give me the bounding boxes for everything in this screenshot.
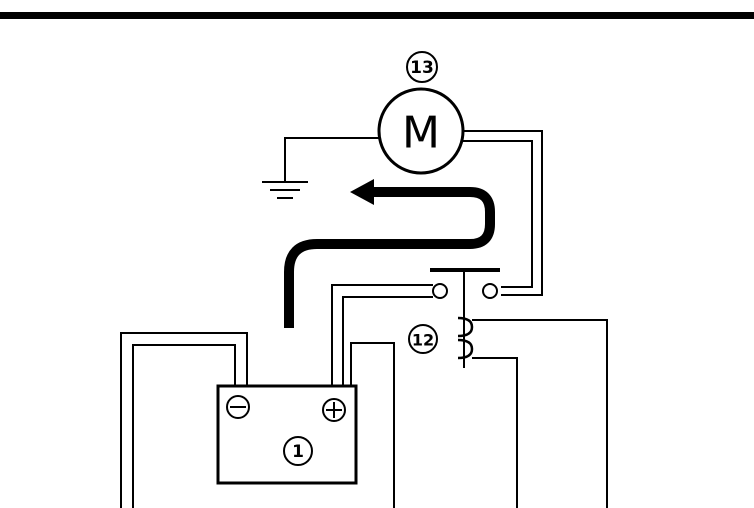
motor-ground-wire (284, 137, 379, 182)
starter-motor: M (377, 87, 465, 175)
motor-callout-circle (406, 51, 438, 83)
battery-to-relay-wire-outer (331, 284, 433, 386)
battery-negative-wire-inner (132, 344, 236, 508)
ground-icon (262, 181, 308, 199)
relay-callout-circle (408, 324, 438, 354)
relay-callout-number: 12 (412, 331, 434, 350)
motor-symbol: M (402, 108, 440, 159)
relay-left-terminal (432, 283, 448, 299)
motor-callout: 13 (406, 51, 438, 83)
battery-negative-wire-outer (120, 332, 248, 508)
coil-wire-upper (472, 319, 608, 508)
battery-positive-branch-wire (350, 342, 395, 508)
battery: 1 (216, 384, 358, 485)
coil-wire-lower (472, 357, 518, 508)
top-border-bar (0, 12, 754, 19)
relay-coil-upper (457, 316, 474, 338)
motor-feed-wire-outer (463, 130, 543, 296)
battery-to-relay-wire-inner (342, 296, 433, 386)
battery-positive-icon (322, 398, 346, 422)
relay-coil-lower (457, 338, 474, 360)
motor-feed-wire-inner (463, 140, 533, 288)
relay-right-terminal (482, 283, 498, 299)
battery-negative-icon (226, 395, 250, 419)
battery-callout-circle (283, 436, 313, 466)
starter-relay: 12 (408, 268, 500, 368)
battery-body (216, 384, 358, 485)
current-flow-arrow (284, 179, 495, 328)
battery-callout-number: 1 (292, 442, 304, 462)
motor-callout-number: 13 (410, 58, 434, 78)
